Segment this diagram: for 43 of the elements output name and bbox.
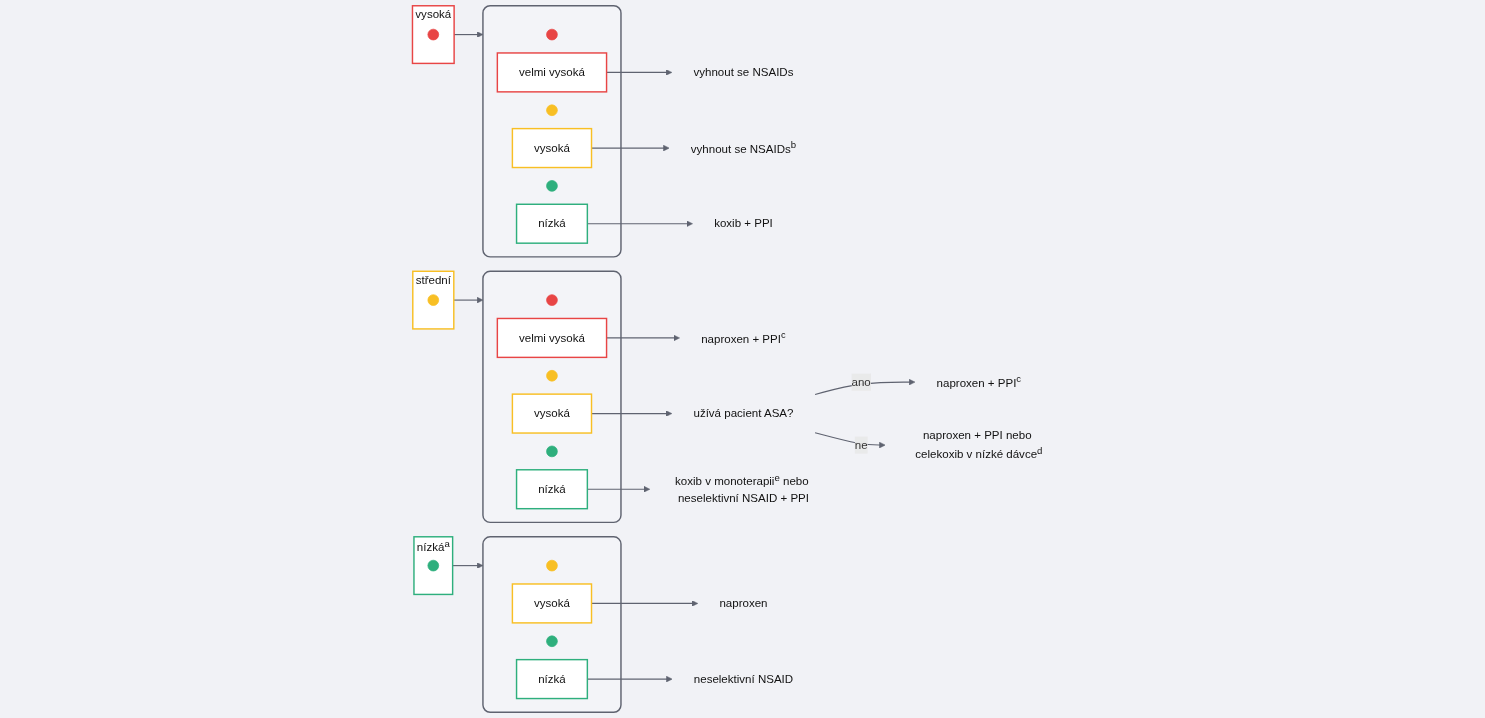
node-box: velmi vysoká — [496, 317, 608, 359]
node-text: vyhnout se NSAIDs — [693, 65, 794, 79]
node-circle — [546, 28, 558, 41]
node-box: nízká — [515, 469, 589, 510]
cluster: vysoká — [411, 5, 455, 65]
cluster: nízká$^{a}$ — [413, 536, 454, 596]
node-text: koxib + PPI — [714, 217, 773, 230]
edge-label: ne — [854, 438, 868, 451]
node-text: naproxen + PPI nebo celekoxib v nízké dávce$^{d}$ — [915, 428, 1043, 461]
node-circle — [546, 294, 558, 306]
node-box: vysoká — [511, 127, 593, 169]
arrow — [814, 432, 886, 449]
node-circle — [546, 559, 558, 572]
arrow — [814, 378, 916, 395]
node-text: naproxen — [719, 596, 768, 610]
node-box: vysoká — [511, 583, 593, 624]
cluster: střední — [412, 270, 455, 330]
cluster — [482, 536, 622, 713]
cluster — [482, 5, 622, 258]
node-circle — [427, 28, 440, 41]
node-text: naproxen + PPI$^{c}$ — [936, 373, 1022, 390]
node-text: naproxen + PPI$^{c}$ — [701, 329, 786, 345]
arrow — [606, 334, 680, 342]
node-circle — [546, 635, 558, 648]
node-circle — [546, 370, 558, 382]
node-circle — [546, 104, 558, 116]
node-box: nízká — [515, 203, 589, 244]
arrow — [606, 69, 673, 76]
node-text: vyhnout se NSAIDs$^{b}$ — [690, 139, 797, 156]
node-box: velmi vysoká — [496, 52, 608, 93]
arrow — [452, 562, 484, 569]
cluster — [482, 270, 622, 524]
arrow — [453, 296, 484, 304]
node-circle — [427, 294, 440, 306]
node-circle — [546, 180, 558, 192]
edge-label: ano — [851, 375, 871, 388]
node-box: vysoká — [511, 393, 593, 434]
node-circle — [427, 559, 440, 572]
node-circle — [546, 445, 558, 458]
node-box: nízká — [515, 658, 589, 700]
node-text: užívá pacient ASA? — [693, 407, 794, 420]
node-text: koxib v monoterapii$^{e}$ nebo neselektivní NSAID + PPI — [675, 472, 809, 505]
node-text: neselektivní NSAID — [693, 672, 794, 685]
